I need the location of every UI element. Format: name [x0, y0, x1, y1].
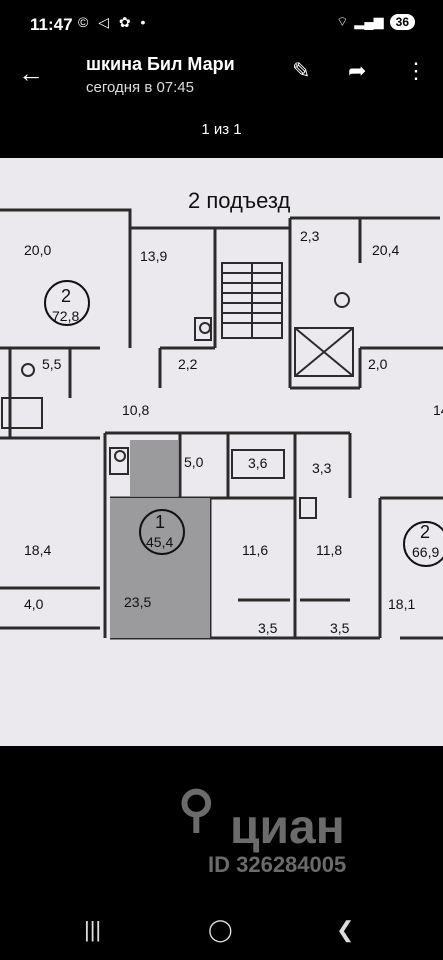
back-nav-icon[interactable]: ❮ — [336, 917, 355, 942]
flat-area: 66,9 — [412, 544, 440, 560]
recent-apps-icon[interactable]: ||| — [84, 917, 102, 942]
watermark-id: ID 326284005 — [208, 852, 347, 877]
image-counter: 1 из 1 — [201, 121, 242, 138]
cian-watermark: ⚲ циан ID 326284005 — [170, 780, 410, 880]
floor-plan-image[interactable]: 2 подъезд 20,0 13,9 2,3 20,4 2 72,8 5,5 … — [0, 158, 443, 746]
room-area: 3,5 — [330, 620, 350, 636]
watermark-brand: циан — [230, 801, 345, 854]
room-area: 3,3 — [312, 460, 332, 476]
flat-area: 72,8 — [52, 308, 80, 324]
system-nav-bar: ||| ◯ ❮ — [0, 905, 443, 960]
room-area: 11,6 — [242, 542, 269, 558]
status-bar: 11:47 © ◁ ✿ • ⌔ ▂▄▆ 36 — [0, 0, 443, 46]
room-area: 3,6 — [248, 455, 268, 471]
floor-plan-drawing: 2 подъезд — [0, 188, 443, 640]
room-area: 5,5 — [42, 356, 62, 372]
flat-number: 1 — [155, 512, 166, 532]
room-area: 2,3 — [300, 228, 320, 244]
edit-brush-icon[interactable]: ✎ — [292, 58, 311, 83]
room-area: 14 — [433, 402, 443, 418]
clock: 11:47 — [30, 15, 73, 34]
room-area: 3,5 — [258, 620, 278, 636]
battery-icon: 36 — [389, 14, 415, 30]
location-pin-icon: ⚲ — [178, 781, 215, 837]
signal-icon: ▂▄▆ — [354, 14, 384, 29]
message-date: сегодня в 07:45 — [86, 79, 194, 96]
flat-number: 2 — [61, 286, 72, 306]
share-forward-icon[interactable]: ➦ — [348, 58, 367, 83]
flat-number: 2 — [420, 522, 431, 542]
room-area: 11,8 — [316, 542, 343, 558]
room-area: 18,4 — [24, 542, 52, 558]
room-area: 20,4 — [372, 242, 400, 258]
app-bar: ← шкина Бил Мари сегодня в 07:45 ✎ ➦ ⋮ — [0, 46, 443, 106]
room-area: 13,9 — [140, 248, 168, 264]
home-icon[interactable]: ◯ — [208, 917, 233, 942]
chat-title: шкина Бил Мари — [86, 54, 235, 74]
back-arrow-icon[interactable]: ← — [18, 58, 44, 88]
room-area: 18,1 — [388, 596, 416, 612]
room-area: 2,2 — [178, 356, 198, 372]
flat-area: 45,4 — [146, 534, 174, 550]
room-area: 4,0 — [24, 596, 44, 612]
room-area: 5,0 — [184, 454, 204, 470]
wifi-icon: ⌔ — [336, 14, 349, 29]
room-area: 23,5 — [124, 594, 152, 610]
room-area: 20,0 — [24, 242, 52, 258]
plan-heading: 2 подъезд — [188, 188, 290, 213]
more-menu-icon[interactable]: ⋮ — [405, 58, 427, 83]
room-area: 10,8 — [122, 402, 150, 418]
room-area: 2,0 — [368, 356, 388, 372]
system-icons: ⌔ ▂▄▆ 36 — [336, 14, 415, 30]
notification-icons: © ◁ ✿ • — [78, 14, 149, 30]
